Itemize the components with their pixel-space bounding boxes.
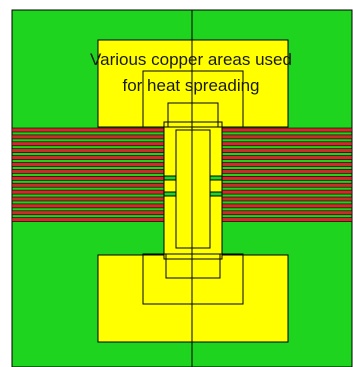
right-trace	[221, 189, 353, 195]
spine-inner-outline	[175, 129, 211, 249]
right-trace	[221, 148, 353, 153]
left-trace	[11, 148, 165, 153]
right-trace	[221, 182, 353, 188]
caption-line-2: for heat spreading	[122, 76, 260, 95]
right-trace-bank	[221, 127, 353, 222]
top-pad-outline	[167, 102, 219, 128]
left-trace	[11, 162, 165, 167]
left-trace	[11, 196, 165, 202]
right-trace	[221, 155, 353, 160]
top-copper-pour	[97, 39, 289, 128]
right-trace	[221, 134, 353, 140]
left-trace	[11, 217, 165, 222]
bottom-copper-pour	[97, 254, 289, 343]
center-copper-spine	[163, 121, 223, 260]
right-trace	[221, 203, 353, 209]
left-trace	[11, 176, 165, 181]
right-trace	[221, 217, 353, 222]
bottom-pad-outline	[165, 253, 221, 279]
left-trace	[11, 169, 165, 174]
left-trace	[11, 155, 165, 160]
right-trace	[221, 141, 353, 147]
caption-line-1: Various copper areas used	[90, 50, 292, 69]
spine-notches	[163, 175, 223, 197]
right-trace	[221, 176, 353, 181]
left-trace	[11, 189, 165, 195]
right-trace	[221, 127, 353, 133]
right-trace	[221, 210, 353, 216]
left-trace	[11, 127, 165, 133]
right-trace	[221, 169, 353, 174]
left-trace	[11, 182, 165, 188]
left-trace	[11, 210, 165, 216]
right-trace	[221, 162, 353, 167]
left-trace	[11, 134, 165, 140]
left-trace	[11, 141, 165, 147]
right-trace	[221, 196, 353, 202]
left-trace	[11, 203, 165, 209]
left-trace-bank	[11, 127, 165, 222]
